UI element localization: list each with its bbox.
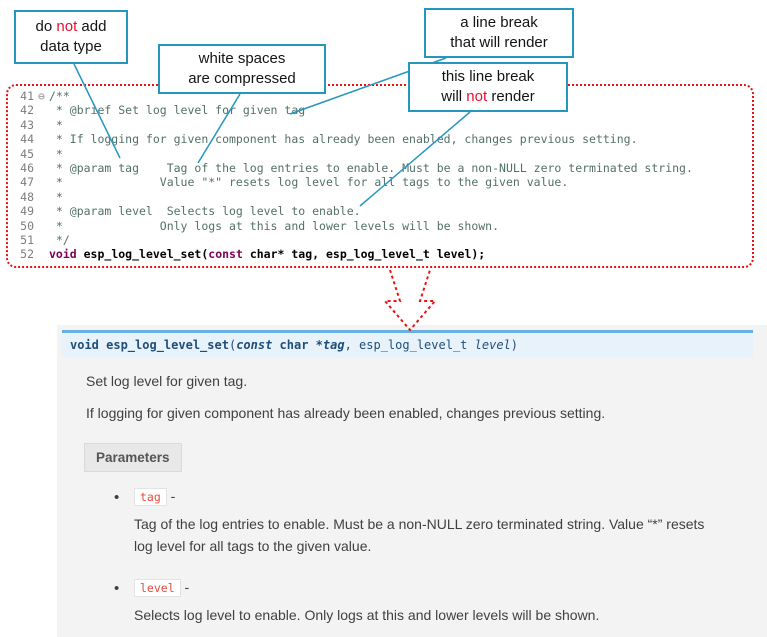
callout-text: white spaces <box>198 49 286 67</box>
param-name: level <box>474 338 511 352</box>
keyword: const <box>208 247 243 262</box>
callout-text: do not add <box>35 17 107 35</box>
code-line: 45 * <box>12 147 748 161</box>
code-line: 46 * @param tag Tag of the log entries t… <box>12 161 748 175</box>
line-number: 51 <box>20 233 34 248</box>
line-number: 45 <box>20 146 34 161</box>
code-line: 47 * Value "*" resets log level for all … <box>12 175 748 189</box>
parameter-list: • tag - Tag of the log entries to enable… <box>57 488 767 627</box>
callout-text: data type <box>40 38 102 55</box>
code-text: void esp_log_level_set(const char* tag, … <box>49 247 485 261</box>
code-line: 43 * <box>12 118 748 132</box>
detailed-description: If logging for given component has alrea… <box>86 405 606 421</box>
code-editor: 41 ⊖ /** 42 * @brief Set log level for g… <box>6 84 754 268</box>
code-line: 50 * Only logs at this and lower levels … <box>12 219 748 233</box>
bullet-icon: • <box>114 580 120 598</box>
bullet-icon: • <box>114 489 120 506</box>
declaration-args: char* tag, esp_log_level_t level); <box>242 247 486 262</box>
line-number: 43 <box>20 117 34 132</box>
fold-gutter <box>34 132 49 146</box>
function-name: esp_log_level_set( <box>76 247 209 262</box>
param-name: tag <box>322 338 345 352</box>
line-number: 48 <box>20 189 34 204</box>
param-type: esp_log_level_t <box>359 338 468 352</box>
fold-gutter <box>34 175 49 189</box>
function-signature: void esp_log_level_set(const char *tag, … <box>62 330 753 357</box>
code-line: 48 * <box>12 190 748 204</box>
line-number: 52 <box>20 247 34 262</box>
rendered-docs-panel: void esp_log_level_set(const char *tag, … <box>57 325 767 637</box>
line-number: 46 <box>20 161 34 176</box>
callout-text: that will render <box>450 34 548 51</box>
list-item: • level - Selects log level to enable. O… <box>114 579 767 627</box>
return-type: void <box>70 338 99 352</box>
code-line: 42 * @brief Set log level for given tag <box>12 103 748 117</box>
callout-text: this line break <box>441 67 535 85</box>
brief-description: Set log level for given tag. <box>86 373 248 389</box>
keyword: void <box>49 247 77 262</box>
code-line: 41 ⊖ /** <box>12 89 748 103</box>
callout-text: will not render <box>441 88 535 105</box>
callout-text: a line break <box>460 13 538 31</box>
code-text: * @param tag Tag of the log entries to e… <box>49 161 693 176</box>
const-keyword: const <box>236 338 273 352</box>
code-text: * @brief Set log level for given tag <box>49 103 306 118</box>
line-number: 49 <box>20 204 34 219</box>
param-name-literal: tag <box>134 488 167 506</box>
fold-gutter <box>34 190 49 204</box>
callout-text: are compressed <box>188 70 296 87</box>
fold-gutter <box>34 161 49 175</box>
code-text: */ <box>49 233 70 248</box>
param-description: Selects log level to enable. Only logs a… <box>134 607 600 624</box>
parameters-label: Parameters <box>84 443 182 472</box>
fold-gutter <box>34 247 49 261</box>
param-name-literal: level <box>134 579 181 598</box>
code-text: * @param level Selects log level to enab… <box>49 204 361 219</box>
code-line: 44 * If logging for given component has … <box>12 132 748 146</box>
code-line: 51 */ <box>12 233 748 247</box>
callout-line-break-not-render: this line break will not render <box>408 62 568 112</box>
fold-gutter <box>34 219 49 233</box>
line-number: 41 <box>20 89 34 103</box>
fold-gutter <box>34 233 49 247</box>
callout-line-break-renders: a line break that will render <box>424 8 574 58</box>
fold-gutter <box>34 103 49 117</box>
line-number: 47 <box>20 175 34 190</box>
code-text: * <box>49 189 63 204</box>
fold-gutter <box>34 147 49 161</box>
code-text: * <box>49 146 63 161</box>
callout-no-data-type: do not add data type <box>14 10 128 64</box>
line-number: 44 <box>20 132 34 147</box>
param-type: char * <box>272 338 323 352</box>
fold-collapse-icon[interactable]: ⊖ <box>38 89 45 103</box>
list-item: • tag - Tag of the log entries to enable… <box>114 488 767 557</box>
fold-gutter <box>34 118 49 132</box>
dash-separator: - <box>180 579 190 596</box>
code-text: * <box>49 117 63 132</box>
function-name: esp_log_level_set <box>98 338 229 352</box>
code-text: * If logging for given component has alr… <box>49 132 638 147</box>
callout-whitespace-compressed: white spaces are compressed <box>158 44 326 94</box>
dash-separator: - <box>166 488 176 504</box>
line-number: 50 <box>20 218 34 233</box>
code-text: /** <box>49 89 70 103</box>
param-description: Tag of the log entries to enable. Must b… <box>134 516 705 554</box>
down-arrow-icon <box>382 269 438 332</box>
code-text: * Value "*" resets log level for all tag… <box>49 175 569 190</box>
fold-gutter <box>34 204 49 218</box>
code-line-declaration: 52 void esp_log_level_set(const char* ta… <box>12 247 748 261</box>
line-number: 42 <box>20 103 34 118</box>
code-line: 49 * @param level Selects log level to e… <box>12 204 748 218</box>
code-text: * Only logs at this and lower levels wil… <box>49 218 500 233</box>
